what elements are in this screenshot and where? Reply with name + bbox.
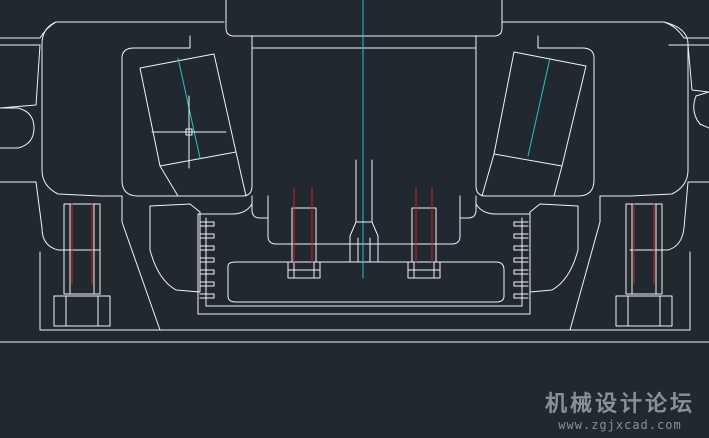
centerlines: [177, 0, 551, 279]
watermark: 机械设计论坛 www.zgjxcad.com: [545, 392, 695, 432]
cam-block-left: [139, 53, 247, 293]
crosshair-cursor-icon[interactable]: [151, 95, 227, 169]
bolt-inner-left: [287, 187, 321, 279]
watermark-title: 机械设计论坛: [544, 392, 695, 417]
top-column-block: [0, 0, 709, 46]
center-punch: [349, 159, 379, 263]
die-body-outline: [0, 21, 709, 343]
watermark-url: www.zgjxcad.com: [558, 418, 682, 432]
bolt-outer-left: [53, 203, 111, 327]
cam-block-right: [481, 51, 587, 293]
bolt-outer-right: [615, 203, 673, 327]
pickbox-icon: [185, 128, 193, 136]
bolt-inner-right: [407, 187, 441, 279]
vent-slots-right: [513, 221, 529, 299]
vent-slots-left: [199, 221, 215, 299]
